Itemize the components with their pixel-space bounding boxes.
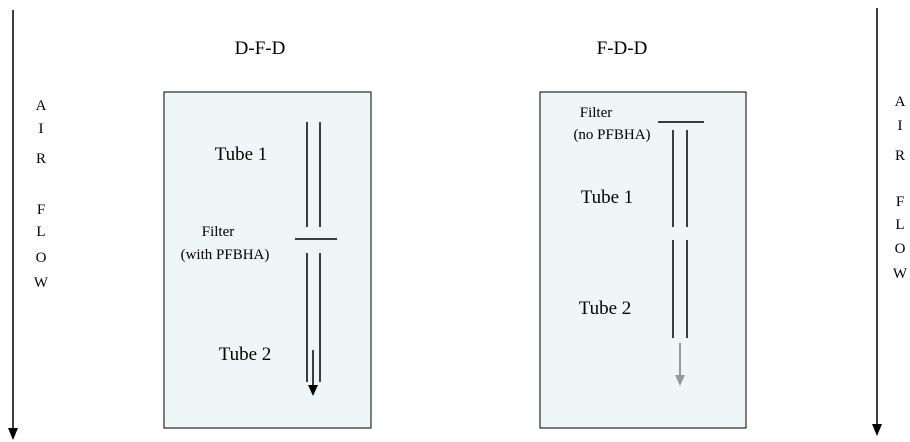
airflow-right-letter: O	[895, 241, 906, 257]
fdd-title: F-D-D	[597, 38, 648, 59]
fdd-panel	[539, 91, 747, 429]
fdd-filter-label-line1: Filter	[580, 105, 613, 121]
airflow-right-letter: L	[895, 217, 904, 233]
airflow-left-letter: R	[36, 151, 46, 167]
fdd-tube1-label: Tube 1	[581, 187, 634, 208]
airflow-right-arrowhead-icon	[872, 424, 882, 436]
airflow-left-arrowhead-icon	[8, 428, 18, 440]
dfd-title: D-F-D	[235, 38, 286, 59]
airflow-right-letter: A	[895, 94, 906, 110]
dfd-tube1-label: Tube 1	[215, 144, 268, 165]
airflow-left-indicator: A I R F L O W	[8, 10, 49, 440]
airflow-left-letter: I	[39, 121, 44, 137]
dfd-filter-label-line1: Filter	[202, 224, 235, 240]
airflow-right-letter: R	[895, 148, 905, 164]
airflow-left-letter: F	[37, 202, 45, 218]
airflow-left-letter: O	[36, 250, 47, 266]
dfd-tube2-label: Tube 2	[219, 344, 272, 365]
airflow-left-letter: L	[36, 224, 45, 240]
airflow-right-letter: I	[898, 118, 903, 134]
dfd-outflow-arrowhead-icon	[308, 385, 318, 396]
airflow-left-letter: W	[34, 275, 49, 291]
fdd-tube2-label: Tube 2	[579, 298, 632, 319]
dfd-filter-label-line2: (with PFBHA)	[181, 247, 270, 263]
airflow-right-indicator: A I R F L O W	[872, 8, 908, 436]
fdd-outflow-arrowhead-icon	[675, 375, 685, 386]
airflow-right-letter: F	[896, 194, 904, 210]
airflow-left-letter: A	[36, 98, 47, 114]
airflow-right-letter: W	[893, 266, 908, 282]
fdd-configuration: F-D-D Filter (no PFBHA) Tube 1 Tube 2	[539, 38, 747, 429]
fdd-filter-label-line2: (no PFBHA)	[573, 127, 650, 143]
dfd-configuration: D-F-D Tube 1 Filter (with PFBHA) Tube 2	[163, 38, 372, 429]
dfd-panel	[163, 91, 372, 429]
